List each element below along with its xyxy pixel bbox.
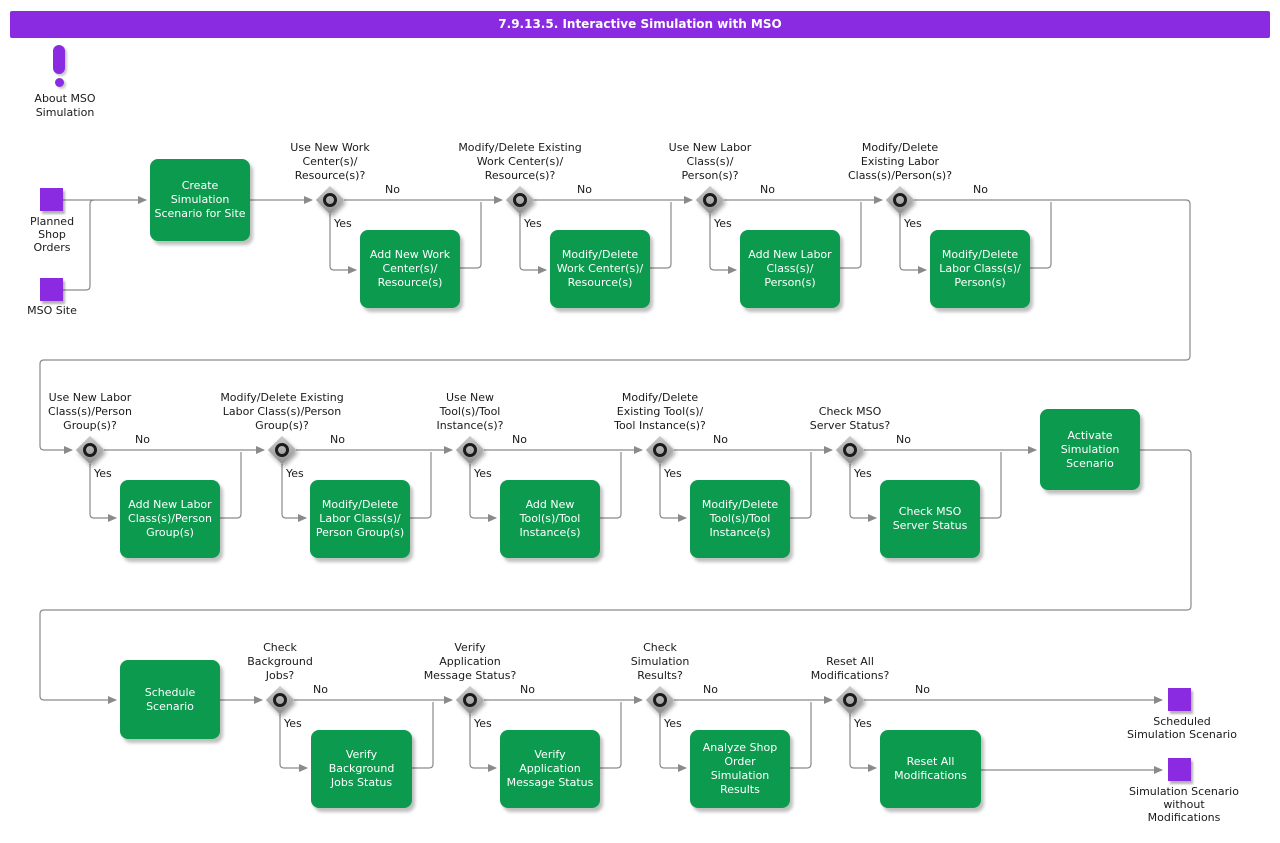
no-label: No xyxy=(520,683,535,696)
no-label: No xyxy=(896,433,911,446)
yes-label: Yes xyxy=(664,717,682,730)
question-modify-existing-labor-person-group: Modify/Delete Existing Labor Class(s)/Pe… xyxy=(220,391,344,432)
process-create-simulation-scenario[interactable]: Create Simulation Scenario for Site xyxy=(150,159,250,241)
yes-label: Yes xyxy=(334,217,352,230)
process-schedule-scenario[interactable]: Schedule Scenario xyxy=(120,660,220,739)
question-verify-application-message-status: Verify Application Message Status? xyxy=(423,641,517,682)
terminal-label-simulation-scenario-without-modifications: Simulation Scenario without Modification… xyxy=(1129,785,1239,824)
decision-circle-icon xyxy=(275,443,289,457)
terminal-mso-site[interactable] xyxy=(40,278,63,301)
decision-circle-icon xyxy=(653,693,667,707)
no-label: No xyxy=(703,683,718,696)
question-modify-existing-tools: Modify/Delete Existing Tool(s)/ Tool Ins… xyxy=(614,391,706,432)
question-check-mso-server-status: Check MSO Server Status? xyxy=(809,405,891,432)
yes-label: Yes xyxy=(474,717,492,730)
process-verify-background-jobs[interactable]: Verify Background Jobs Status xyxy=(311,730,412,808)
page-title: 7.9.13.5. Interactive Simulation with MS… xyxy=(498,17,782,31)
process-verify-application-message-status[interactable]: Verify Application Message Status xyxy=(500,730,600,808)
about-mso-label: About MSO Simulation xyxy=(34,92,96,119)
question-use-new-labor-person-group: Use New Labor Class(s)/Person Group(s)? xyxy=(48,391,132,432)
no-label: No xyxy=(330,433,345,446)
terminal-label-planned-shop-orders: Planned Shop Orders xyxy=(29,215,75,254)
decision-circle-icon xyxy=(513,193,527,207)
question-use-new-tools: Use New Tool(s)/Tool Instance(s)? xyxy=(436,391,504,432)
question-modify-existing-labor-class: Modify/Delete Existing Labor Class(s)/Pe… xyxy=(847,141,953,182)
question-use-new-labor-class: Use New Labor Class(s)/ Person(s)? xyxy=(668,141,752,182)
question-reset-all-modifications: Reset All Modifications? xyxy=(810,655,890,682)
process-add-new-tools[interactable]: Add New Tool(s)/Tool Instance(s) xyxy=(500,480,600,558)
decision-circle-icon xyxy=(83,443,97,457)
yes-label: Yes xyxy=(94,467,112,480)
process-modify-tools[interactable]: Modify/Delete Tool(s)/Tool Instance(s) xyxy=(690,480,790,558)
no-label: No xyxy=(385,183,400,196)
decision-use-new-work-centers xyxy=(315,185,345,215)
question-check-background-jobs: Check Background Jobs? xyxy=(247,641,313,682)
process-reset-all-modifications[interactable]: Reset All Modifications xyxy=(880,730,981,808)
process-analyze-shop-order-results[interactable]: Analyze Shop Order Simulation Results xyxy=(690,730,790,808)
terminal-scheduled-simulation-scenario[interactable] xyxy=(1168,688,1191,711)
decision-use-new-labor-person-group xyxy=(75,435,105,465)
decision-circle-icon xyxy=(463,693,477,707)
process-modify-work-centers[interactable]: Modify/Delete Work Center(s)/ Resource(s… xyxy=(550,230,650,308)
process-activate-simulation-scenario[interactable]: Activate Simulation Scenario xyxy=(1040,409,1140,490)
decision-circle-icon xyxy=(653,443,667,457)
process-add-new-labor-class[interactable]: Add New Labor Class(s)/ Person(s) xyxy=(740,230,840,308)
no-label: No xyxy=(135,433,150,446)
yes-label: Yes xyxy=(854,467,872,480)
terminal-simulation-scenario-without-modifications[interactable] xyxy=(1168,758,1191,781)
no-label: No xyxy=(313,683,328,696)
title-bar: 7.9.13.5. Interactive Simulation with MS… xyxy=(10,11,1270,38)
decision-use-new-labor-class xyxy=(695,185,725,215)
no-label: No xyxy=(760,183,775,196)
decision-check-simulation-results xyxy=(645,685,675,715)
terminal-label-scheduled-simulation-scenario: Scheduled Simulation Scenario xyxy=(1127,715,1237,741)
decision-modify-existing-work-centers xyxy=(505,185,535,215)
decision-circle-icon xyxy=(843,443,857,457)
decision-use-new-tools xyxy=(455,435,485,465)
no-label: No xyxy=(713,433,728,446)
question-check-simulation-results: Check Simulation Results? xyxy=(630,641,690,682)
process-check-mso-server-status[interactable]: Check MSO Server Status xyxy=(880,480,980,558)
yes-label: Yes xyxy=(474,467,492,480)
terminal-label-mso-site: MSO Site xyxy=(27,304,77,317)
question-modify-existing-work-centers: Modify/Delete Existing Work Center(s)/ R… xyxy=(458,141,582,182)
yes-label: Yes xyxy=(284,717,302,730)
decision-modify-existing-labor-person-group xyxy=(267,435,297,465)
decision-reset-all-modifications xyxy=(835,685,865,715)
yes-label: Yes xyxy=(664,467,682,480)
decision-circle-icon xyxy=(703,193,717,207)
decision-circle-icon xyxy=(843,693,857,707)
process-modify-labor-class[interactable]: Modify/Delete Labor Class(s)/ Person(s) xyxy=(930,230,1030,308)
decision-verify-application-message-status xyxy=(455,685,485,715)
yes-label: Yes xyxy=(286,467,304,480)
terminal-planned-shop-orders[interactable] xyxy=(40,188,63,211)
process-add-new-work-centers[interactable]: Add New Work Center(s)/ Resource(s) xyxy=(360,230,460,308)
decision-check-background-jobs xyxy=(265,685,295,715)
no-label: No xyxy=(973,183,988,196)
no-label: No xyxy=(512,433,527,446)
yes-label: Yes xyxy=(904,217,922,230)
decision-circle-icon xyxy=(463,443,477,457)
exclamation-dot-icon[interactable] xyxy=(55,78,64,87)
decision-circle-icon xyxy=(323,193,337,207)
decision-modify-existing-labor-class xyxy=(885,185,915,215)
process-add-new-labor-person-group[interactable]: Add New Labor Class(s)/Person Group(s) xyxy=(120,480,220,558)
exclamation-icon[interactable] xyxy=(53,45,65,74)
decision-check-mso-server-status xyxy=(835,435,865,465)
question-use-new-work-centers: Use New Work Center(s)/ Resource(s)? xyxy=(290,141,370,182)
no-label: No xyxy=(915,683,930,696)
decision-circle-icon xyxy=(893,193,907,207)
decision-circle-icon xyxy=(273,693,287,707)
yes-label: Yes xyxy=(714,217,732,230)
no-label: No xyxy=(577,183,592,196)
yes-label: Yes xyxy=(524,217,542,230)
process-modify-labor-person-group[interactable]: Modify/Delete Labor Class(s)/ Person Gro… xyxy=(310,480,410,558)
yes-label: Yes xyxy=(854,717,872,730)
decision-modify-existing-tools xyxy=(645,435,675,465)
